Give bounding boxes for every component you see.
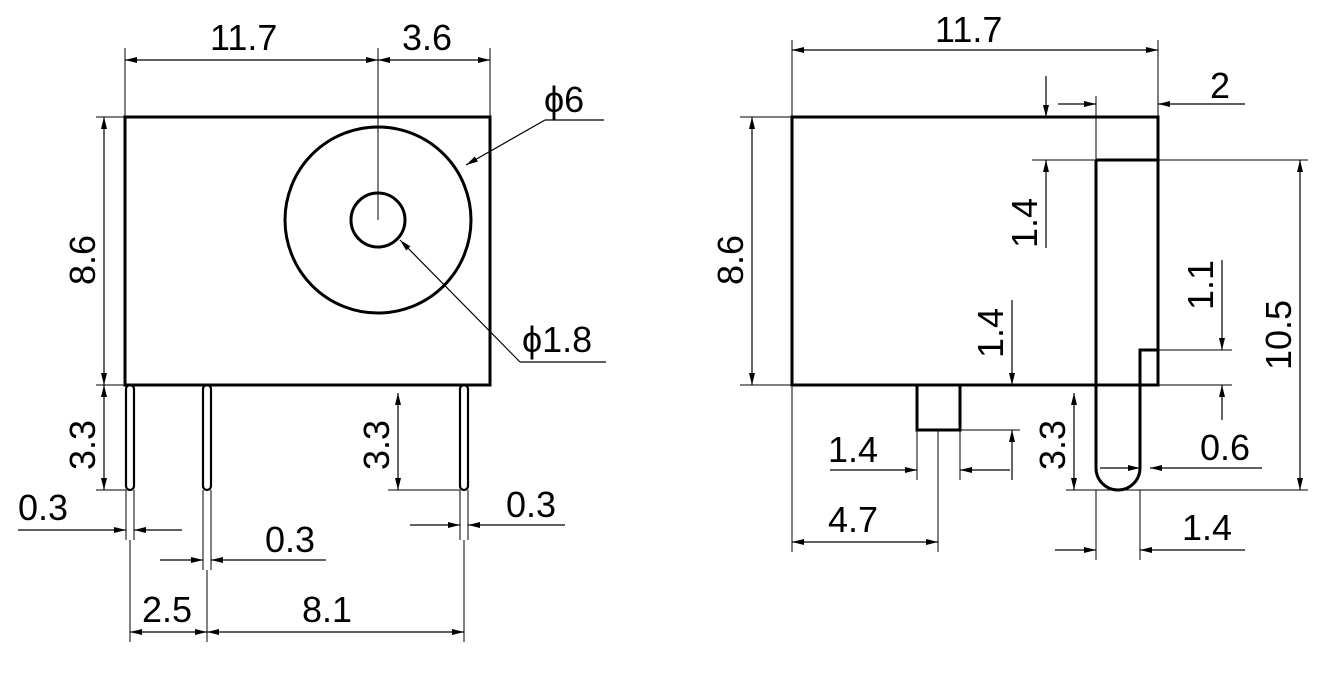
side-height-label: 8.6 [710, 235, 751, 285]
side-pin-length-label: 3.3 [1032, 420, 1073, 470]
side-tab-label: 1.1 [1180, 260, 1221, 310]
side-post-position-label: 4.7 [828, 499, 878, 540]
front-jack-offset-label: 3.6 [402, 17, 452, 58]
front-body [123, 115, 492, 387]
side-body [790, 115, 1160, 387]
side-pin-thickness-label: 0.6 [1200, 427, 1250, 468]
outer-diameter-leader [465, 119, 546, 166]
front-pin-middle [201, 383, 213, 492]
side-terminal-pin [1094, 158, 1158, 492]
front-pitch-b-label: 8.1 [302, 589, 352, 630]
side-post [915, 383, 962, 432]
front-pin-width-right-label: 0.3 [506, 484, 556, 525]
side-view: 11.7 2 8.6 1.4 1.1 10.5 1.4 [710, 9, 1308, 560]
side-post-height-label: 1.4 [970, 308, 1011, 358]
front-pin-right [458, 383, 470, 492]
side-offset-label: 2 [1210, 65, 1230, 106]
front-pin-length-left-label: 3.3 [62, 420, 103, 470]
side-slot-label: 1.4 [1004, 198, 1045, 248]
side-post-width-label: 1.4 [828, 429, 878, 470]
inner-diameter-label: ϕ1.8 [522, 319, 592, 360]
side-width-label: 11.7 [935, 9, 1002, 50]
front-pin-length-right-label: 3.3 [356, 420, 397, 470]
inner-diameter-leader [399, 239, 521, 363]
outer-diameter-label: ϕ6 [544, 79, 584, 120]
front-width-label: 11.7 [210, 17, 277, 58]
front-pin-width-left-label: 0.3 [18, 487, 68, 528]
front-height-label: 8.6 [62, 235, 103, 285]
side-pin-height-label: 10.5 [1258, 300, 1299, 370]
front-pin-left [124, 383, 136, 492]
side-pin-width-label: 1.4 [1182, 507, 1232, 548]
front-pitch-a-label: 2.5 [142, 589, 192, 630]
front-view: 11.7 3.6 ϕ6 ϕ1.8 8.6 3.3 3.3 0.3 [18, 17, 606, 642]
front-pin-width-mid-label: 0.3 [265, 519, 315, 560]
